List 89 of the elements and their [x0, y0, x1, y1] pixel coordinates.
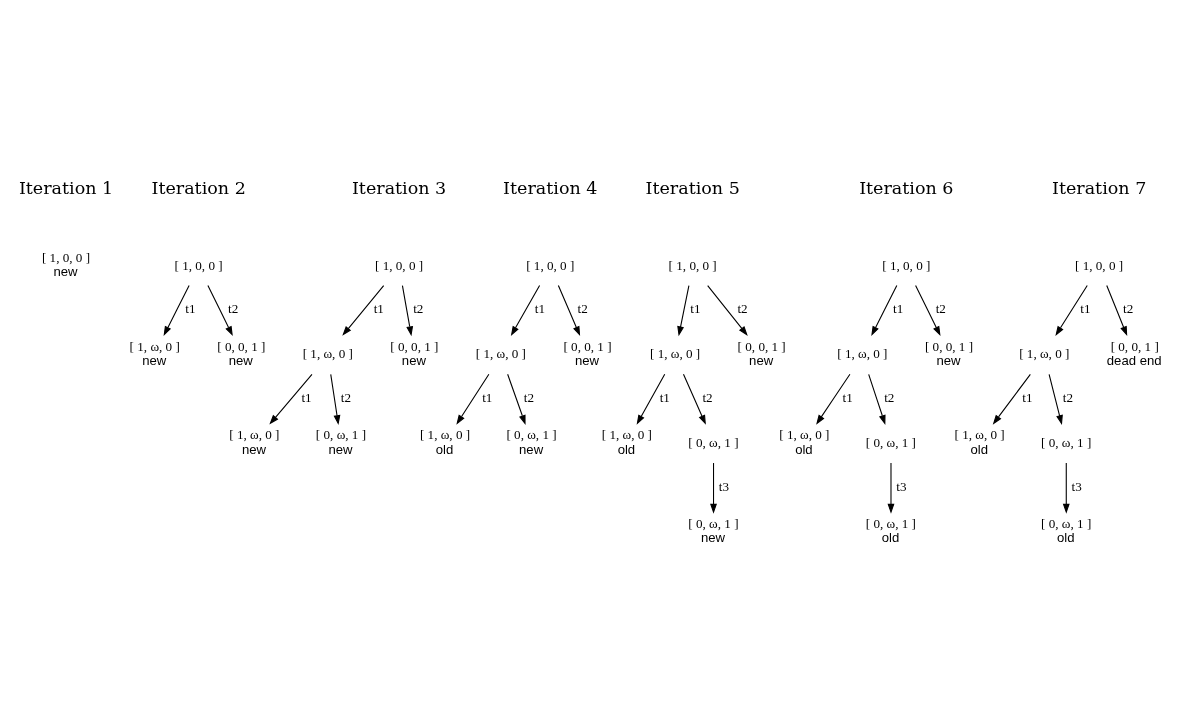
edge-label: t1 — [1080, 300, 1091, 316]
node-text: [ 1, ω, 0 ] old — [954, 426, 1005, 457]
label: Iteration 2 — [151, 177, 246, 198]
node-text: [ 1, ω, 0 ] — [1019, 345, 1070, 361]
arrow — [887, 462, 895, 514]
edge-label: t1 — [534, 300, 545, 316]
edge-label: t3 — [896, 478, 907, 494]
node-text: [ 1, ω, 0 ] — [649, 345, 701, 361]
edge-label: t2 — [1062, 389, 1074, 405]
edge-label: t1 — [842, 389, 853, 405]
node-text: [ 1, ω, 0 ] — [475, 345, 526, 361]
arrow — [330, 373, 341, 425]
edge-label: t1 — [690, 300, 701, 316]
node-text: [ 1, 0, 0 ] — [174, 257, 223, 273]
node-text: [ 1, ω, 0 ] new — [229, 426, 280, 457]
node-text: [ 0, 0, 1 ] dead end — [1106, 338, 1162, 368]
label: Iteration 4 — [503, 177, 598, 198]
node-text: [ 1, 0, 0 ] — [375, 257, 424, 273]
arrow — [342, 284, 385, 336]
node-text: [ 0, ω, 1 ] old — [865, 515, 916, 545]
node-text: [ 0, ω, 1 ] new — [506, 426, 557, 457]
arrow — [1106, 284, 1128, 336]
node-text: [ 0, ω, 1 ] — [688, 434, 739, 450]
edge-label: t1 — [659, 389, 670, 405]
arrow — [816, 373, 851, 425]
label: Iteration 3 — [351, 177, 447, 198]
edge-label: t2 — [935, 300, 946, 316]
arrow — [677, 284, 690, 336]
edge-label: t1 — [482, 389, 493, 405]
edge-label: t1 — [373, 300, 384, 316]
node-text: [ 1, 0, 0 ] — [668, 257, 717, 273]
arrow — [915, 284, 941, 336]
arrow — [507, 373, 526, 425]
arrow — [871, 284, 898, 336]
arrow — [456, 373, 490, 425]
edge-label: t1 — [185, 300, 196, 316]
edge-label: t2 — [413, 300, 424, 316]
edge-label: t1 — [893, 300, 904, 316]
arrow — [682, 373, 706, 425]
edge-label: t2 — [702, 389, 713, 405]
label: Iteration 1 — [18, 177, 114, 198]
arrow — [557, 284, 581, 336]
node-text: [ 0, 0, 1 ] new — [390, 338, 439, 368]
edge-label: t2 — [1123, 300, 1134, 316]
arrow — [269, 373, 313, 425]
label: Iteration 6 — [859, 177, 954, 198]
edge-label: t2 — [340, 389, 352, 405]
label: Iteration 5 — [645, 177, 740, 198]
node-text: [ 0, ω, 1 ] new — [688, 515, 739, 545]
node-text: [ 1, ω, 0 ] new — [129, 338, 180, 368]
node-text: [ 1, 0, 0 ] new — [41, 249, 91, 279]
edge-label: t2 — [577, 300, 588, 316]
edge-label: t2 — [523, 389, 535, 405]
node-text: [ 0, 0, 1 ] new — [217, 338, 266, 368]
edge-label: t3 — [718, 478, 730, 494]
node-text: [ 1, 0, 0 ] — [882, 257, 931, 273]
edge-label: t2 — [737, 300, 748, 316]
arrow — [1048, 373, 1063, 425]
arrow — [992, 373, 1031, 425]
edge-label: t1 — [301, 389, 312, 405]
node-text: [ 0, ω, 1 ] — [1041, 434, 1092, 450]
label: Iteration 7 — [1051, 177, 1147, 198]
arrow — [707, 284, 748, 336]
node-text: [ 1, ω, 0 ] old — [419, 426, 471, 457]
arrow — [868, 373, 886, 425]
node-text: [ 0, ω, 1 ] new — [315, 426, 367, 457]
arrow — [510, 284, 541, 336]
arrow — [207, 284, 233, 336]
node-text: [ 0, 0, 1 ] new — [924, 338, 974, 368]
arrow — [163, 284, 190, 336]
node-text: [ 1, ω, 0 ] old — [601, 426, 652, 457]
node-text: [ 0, 0, 1 ] new — [563, 338, 612, 368]
edge-label: t2 — [228, 300, 239, 316]
node-text: [ 1, ω, 0 ] — [837, 345, 888, 361]
node-text: [ 0, ω, 1 ] old — [1041, 515, 1092, 545]
node-text: [ 1, 0, 0 ] — [1075, 257, 1124, 273]
arrow — [1062, 462, 1070, 514]
node-text: [ 0, 0, 1 ] new — [737, 338, 786, 368]
arrow — [401, 284, 414, 336]
node-text: [ 1, ω, 0 ] old — [779, 426, 830, 457]
edge-label: t1 — [1022, 389, 1033, 405]
node-text: [ 0, ω, 1 ] — [865, 434, 916, 450]
arrow — [710, 462, 717, 514]
arrow — [1055, 284, 1088, 336]
node-text: [ 1, ω, 0 ] — [302, 345, 353, 361]
edge-label: t2 — [884, 389, 895, 405]
arrow — [636, 373, 666, 425]
node-text: [ 1, 0, 0 ] — [526, 257, 575, 273]
edge-label: t3 — [1071, 478, 1082, 494]
